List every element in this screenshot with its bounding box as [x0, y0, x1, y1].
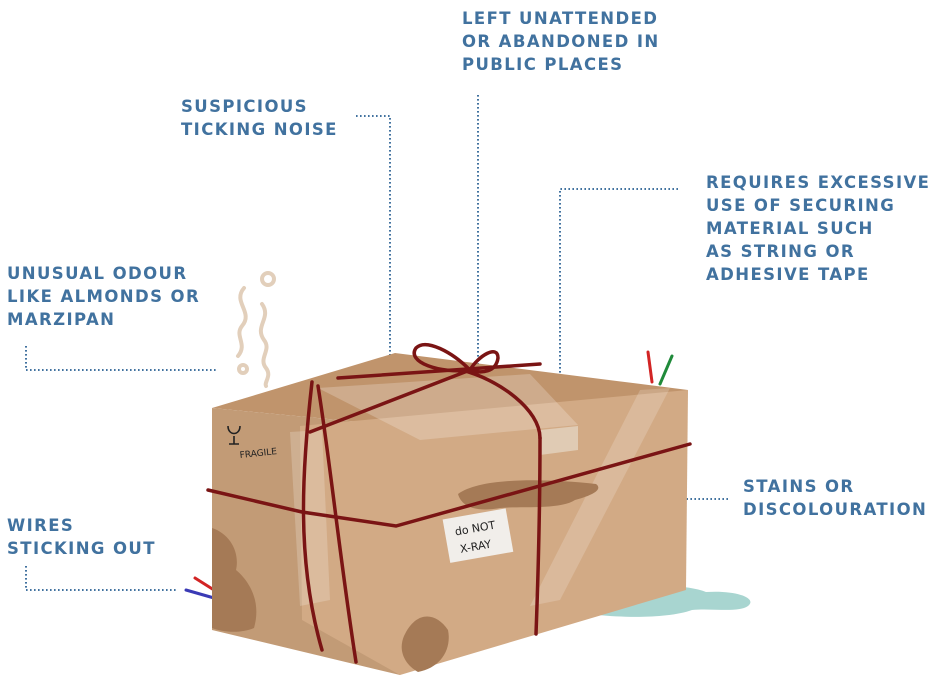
odour-wisps: [238, 273, 274, 386]
odour-bubble-small: [239, 365, 247, 373]
callout-line: MATERIAL SUCH: [706, 217, 930, 240]
callout-unusual-odour: UNUSUAL ODOUR LIKE ALMONDS OR MARZIPAN: [7, 262, 200, 331]
callout-line: DISCOLOURATION: [743, 498, 927, 521]
callout-line: SUSPICIOUS: [181, 95, 338, 118]
leader-wires: [26, 566, 178, 590]
callout-line: LEFT UNATTENDED: [462, 7, 660, 30]
callout-ticking-noise: SUSPICIOUS TICKING NOISE: [181, 95, 338, 141]
callout-left-unattended: LEFT UNATTENDED OR ABANDONED IN PUBLIC P…: [462, 7, 660, 76]
callout-line: TICKING NOISE: [181, 118, 338, 141]
tape-end: [540, 426, 578, 455]
callout-line: STICKING OUT: [7, 537, 156, 560]
callout-line: AS STRING OR: [706, 240, 930, 263]
wire-blue-side: [186, 590, 214, 598]
wire-green-top: [660, 356, 672, 384]
callout-line: MARZIPAN: [7, 308, 200, 331]
cardboard-box: do NOT X-RAY FRAGILE: [212, 353, 688, 675]
odour-wisp-left: [238, 288, 246, 356]
leader-odour: [26, 346, 218, 370]
callout-line: USE OF SECURING: [706, 194, 930, 217]
odour-bubble: [262, 273, 274, 285]
callout-line: PUBLIC PLACES: [462, 53, 660, 76]
callout-line: LIKE ALMONDS OR: [7, 285, 200, 308]
wire-red-top: [648, 352, 652, 382]
callout-line: UNUSUAL ODOUR: [7, 262, 200, 285]
callout-securing-material: REQUIRES EXCESSIVE USE OF SECURING MATER…: [706, 171, 930, 286]
callout-stains: STAINS OR DISCOLOURATION: [743, 475, 927, 521]
callout-line: STAINS OR: [743, 475, 927, 498]
wire-red-side: [195, 578, 214, 590]
odour-wisp-right: [261, 304, 268, 386]
callout-line: WIRES: [7, 514, 156, 537]
callout-line: ADHESIVE TAPE: [706, 263, 930, 286]
callout-wires: WIRES STICKING OUT: [7, 514, 156, 560]
callout-line: OR ABANDONED IN: [462, 30, 660, 53]
callout-line: REQUIRES EXCESSIVE: [706, 171, 930, 194]
leader-ticking: [356, 116, 390, 380]
